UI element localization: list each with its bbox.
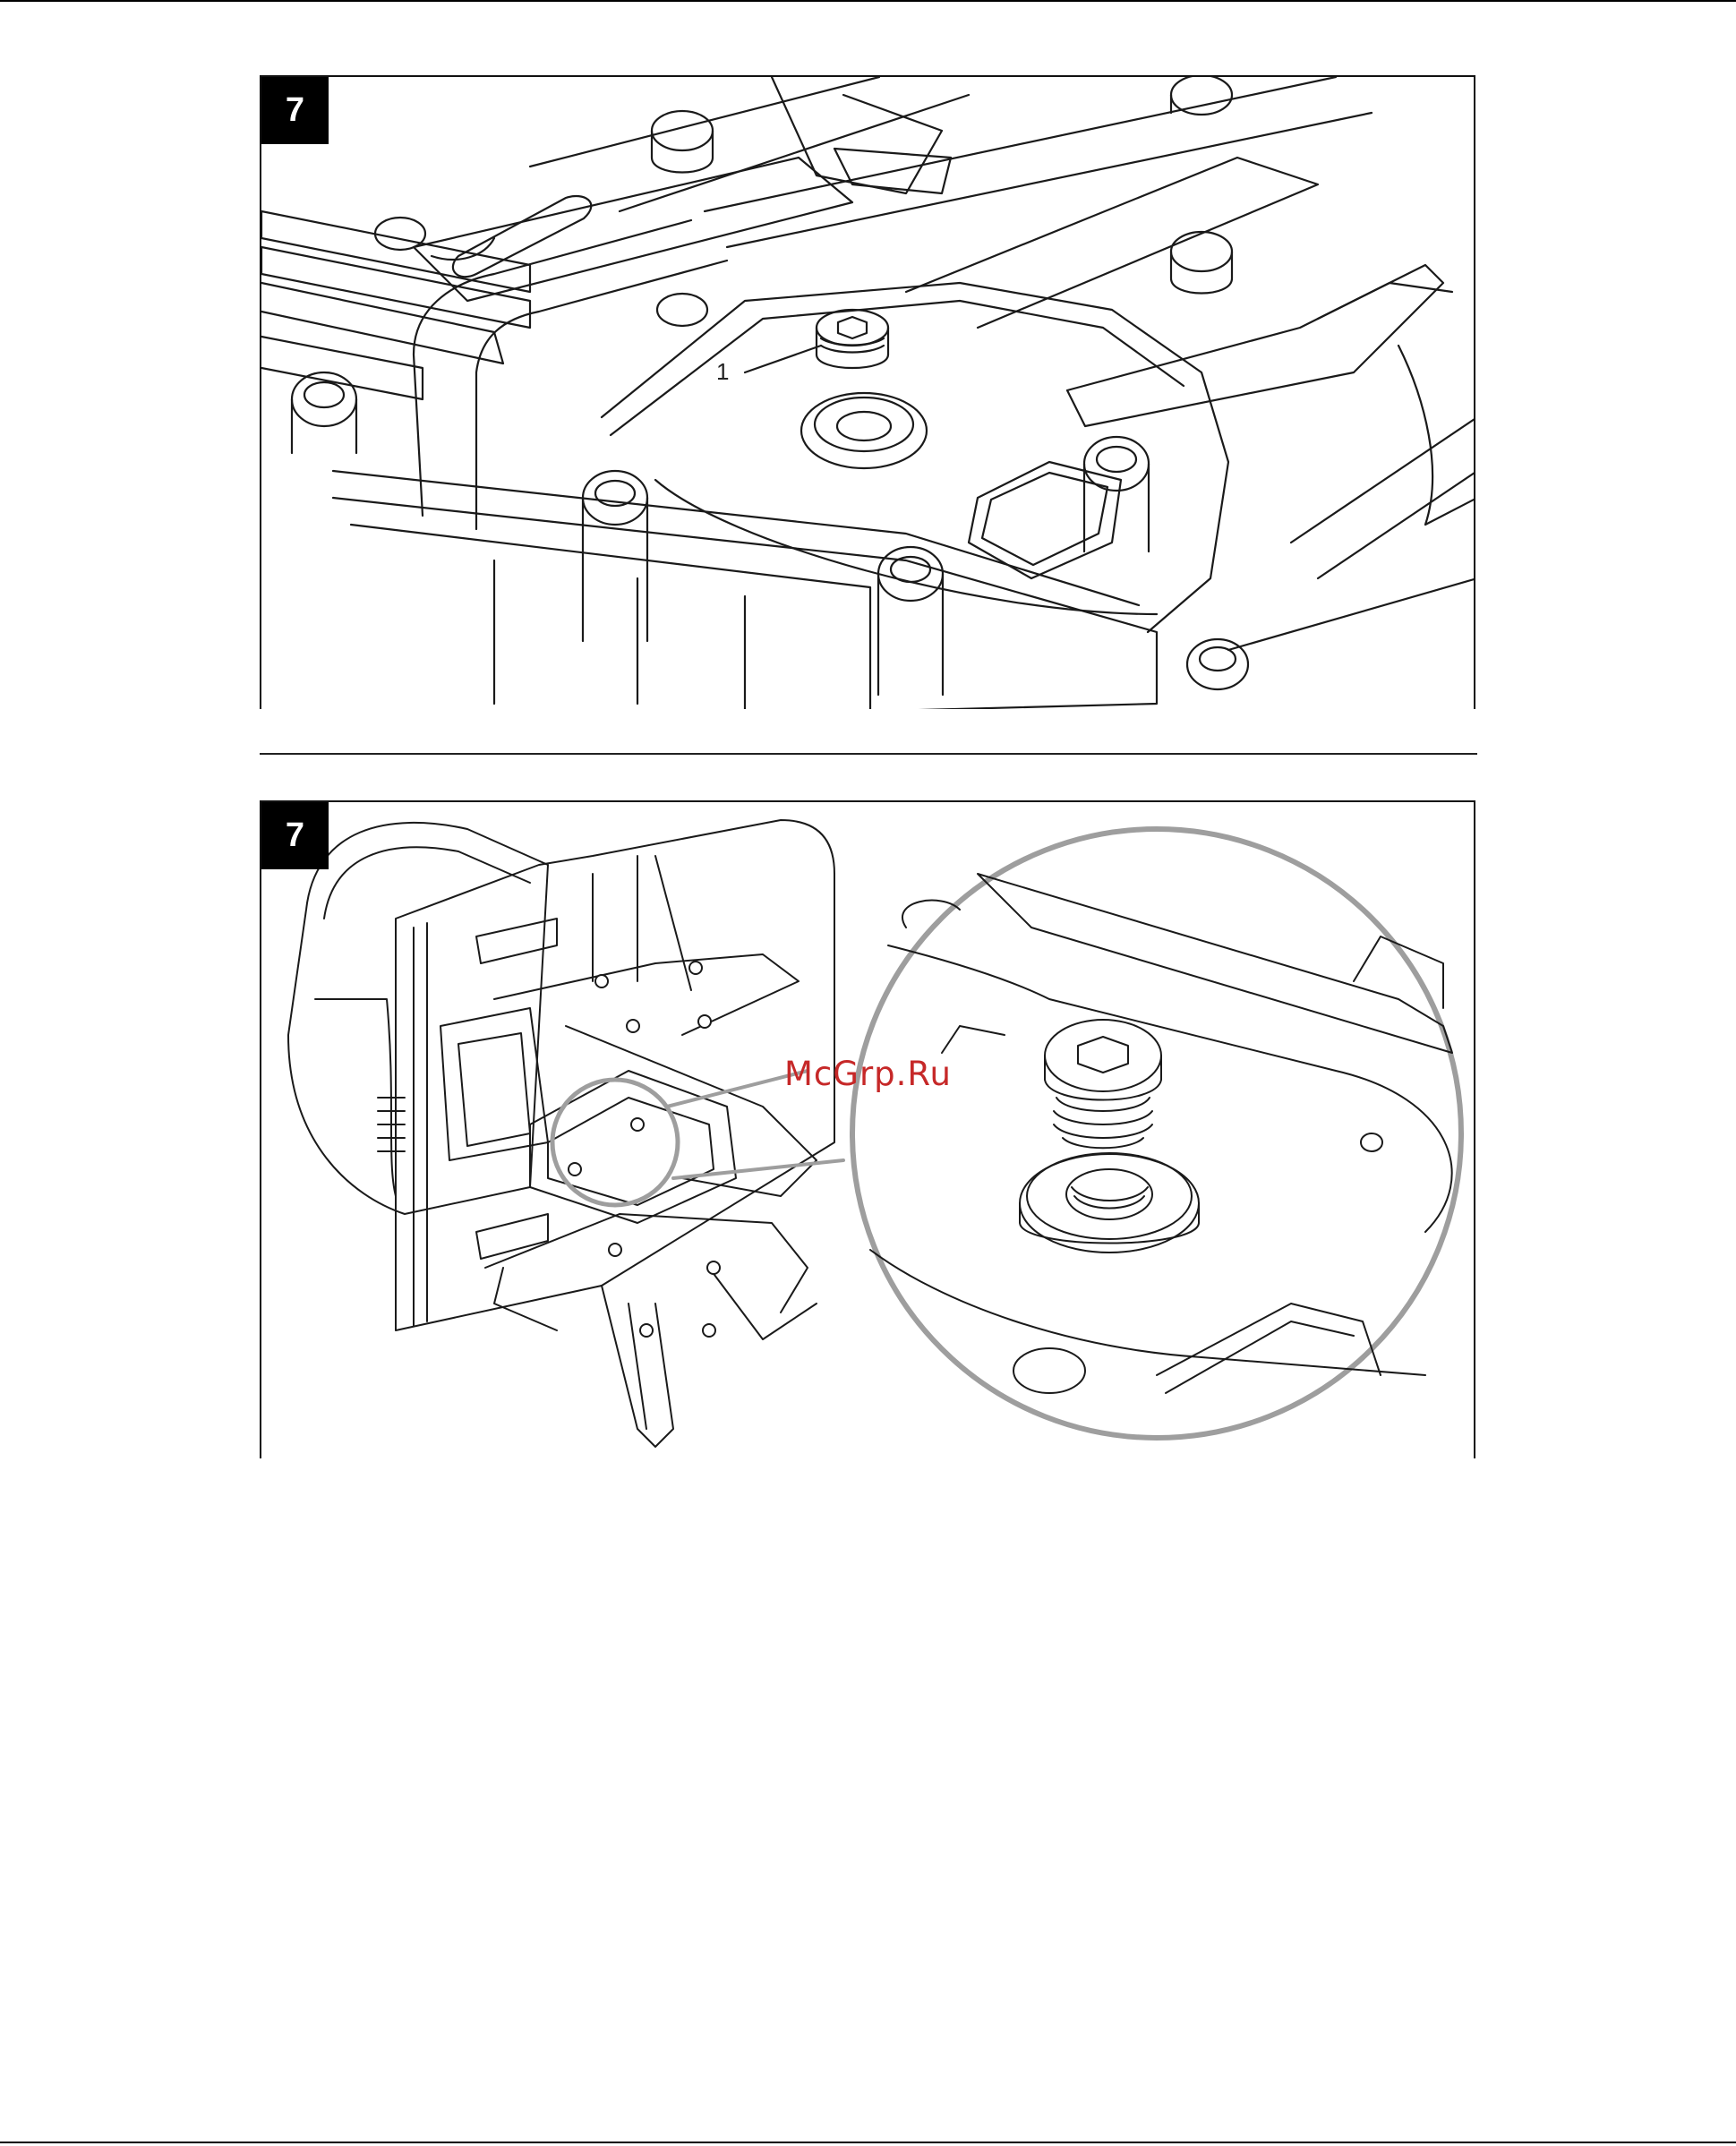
callout-label: 1 bbox=[716, 358, 729, 386]
figure-gearbox-plug: 7 1 bbox=[260, 75, 1475, 709]
page-top-rule bbox=[0, 0, 1736, 2]
watermark: McGrp.Ru bbox=[784, 1055, 952, 1093]
page-bottom-rule bbox=[0, 2142, 1736, 2143]
mower-overview-illustration bbox=[261, 802, 1475, 1458]
figure-separator bbox=[260, 753, 1477, 755]
figure-mower-overview-detail: 7 bbox=[260, 800, 1475, 1458]
figure-number-badge: 7 bbox=[261, 77, 329, 144]
figure-number-badge: 7 bbox=[261, 802, 329, 869]
gearbox-plug-illustration bbox=[261, 77, 1475, 709]
